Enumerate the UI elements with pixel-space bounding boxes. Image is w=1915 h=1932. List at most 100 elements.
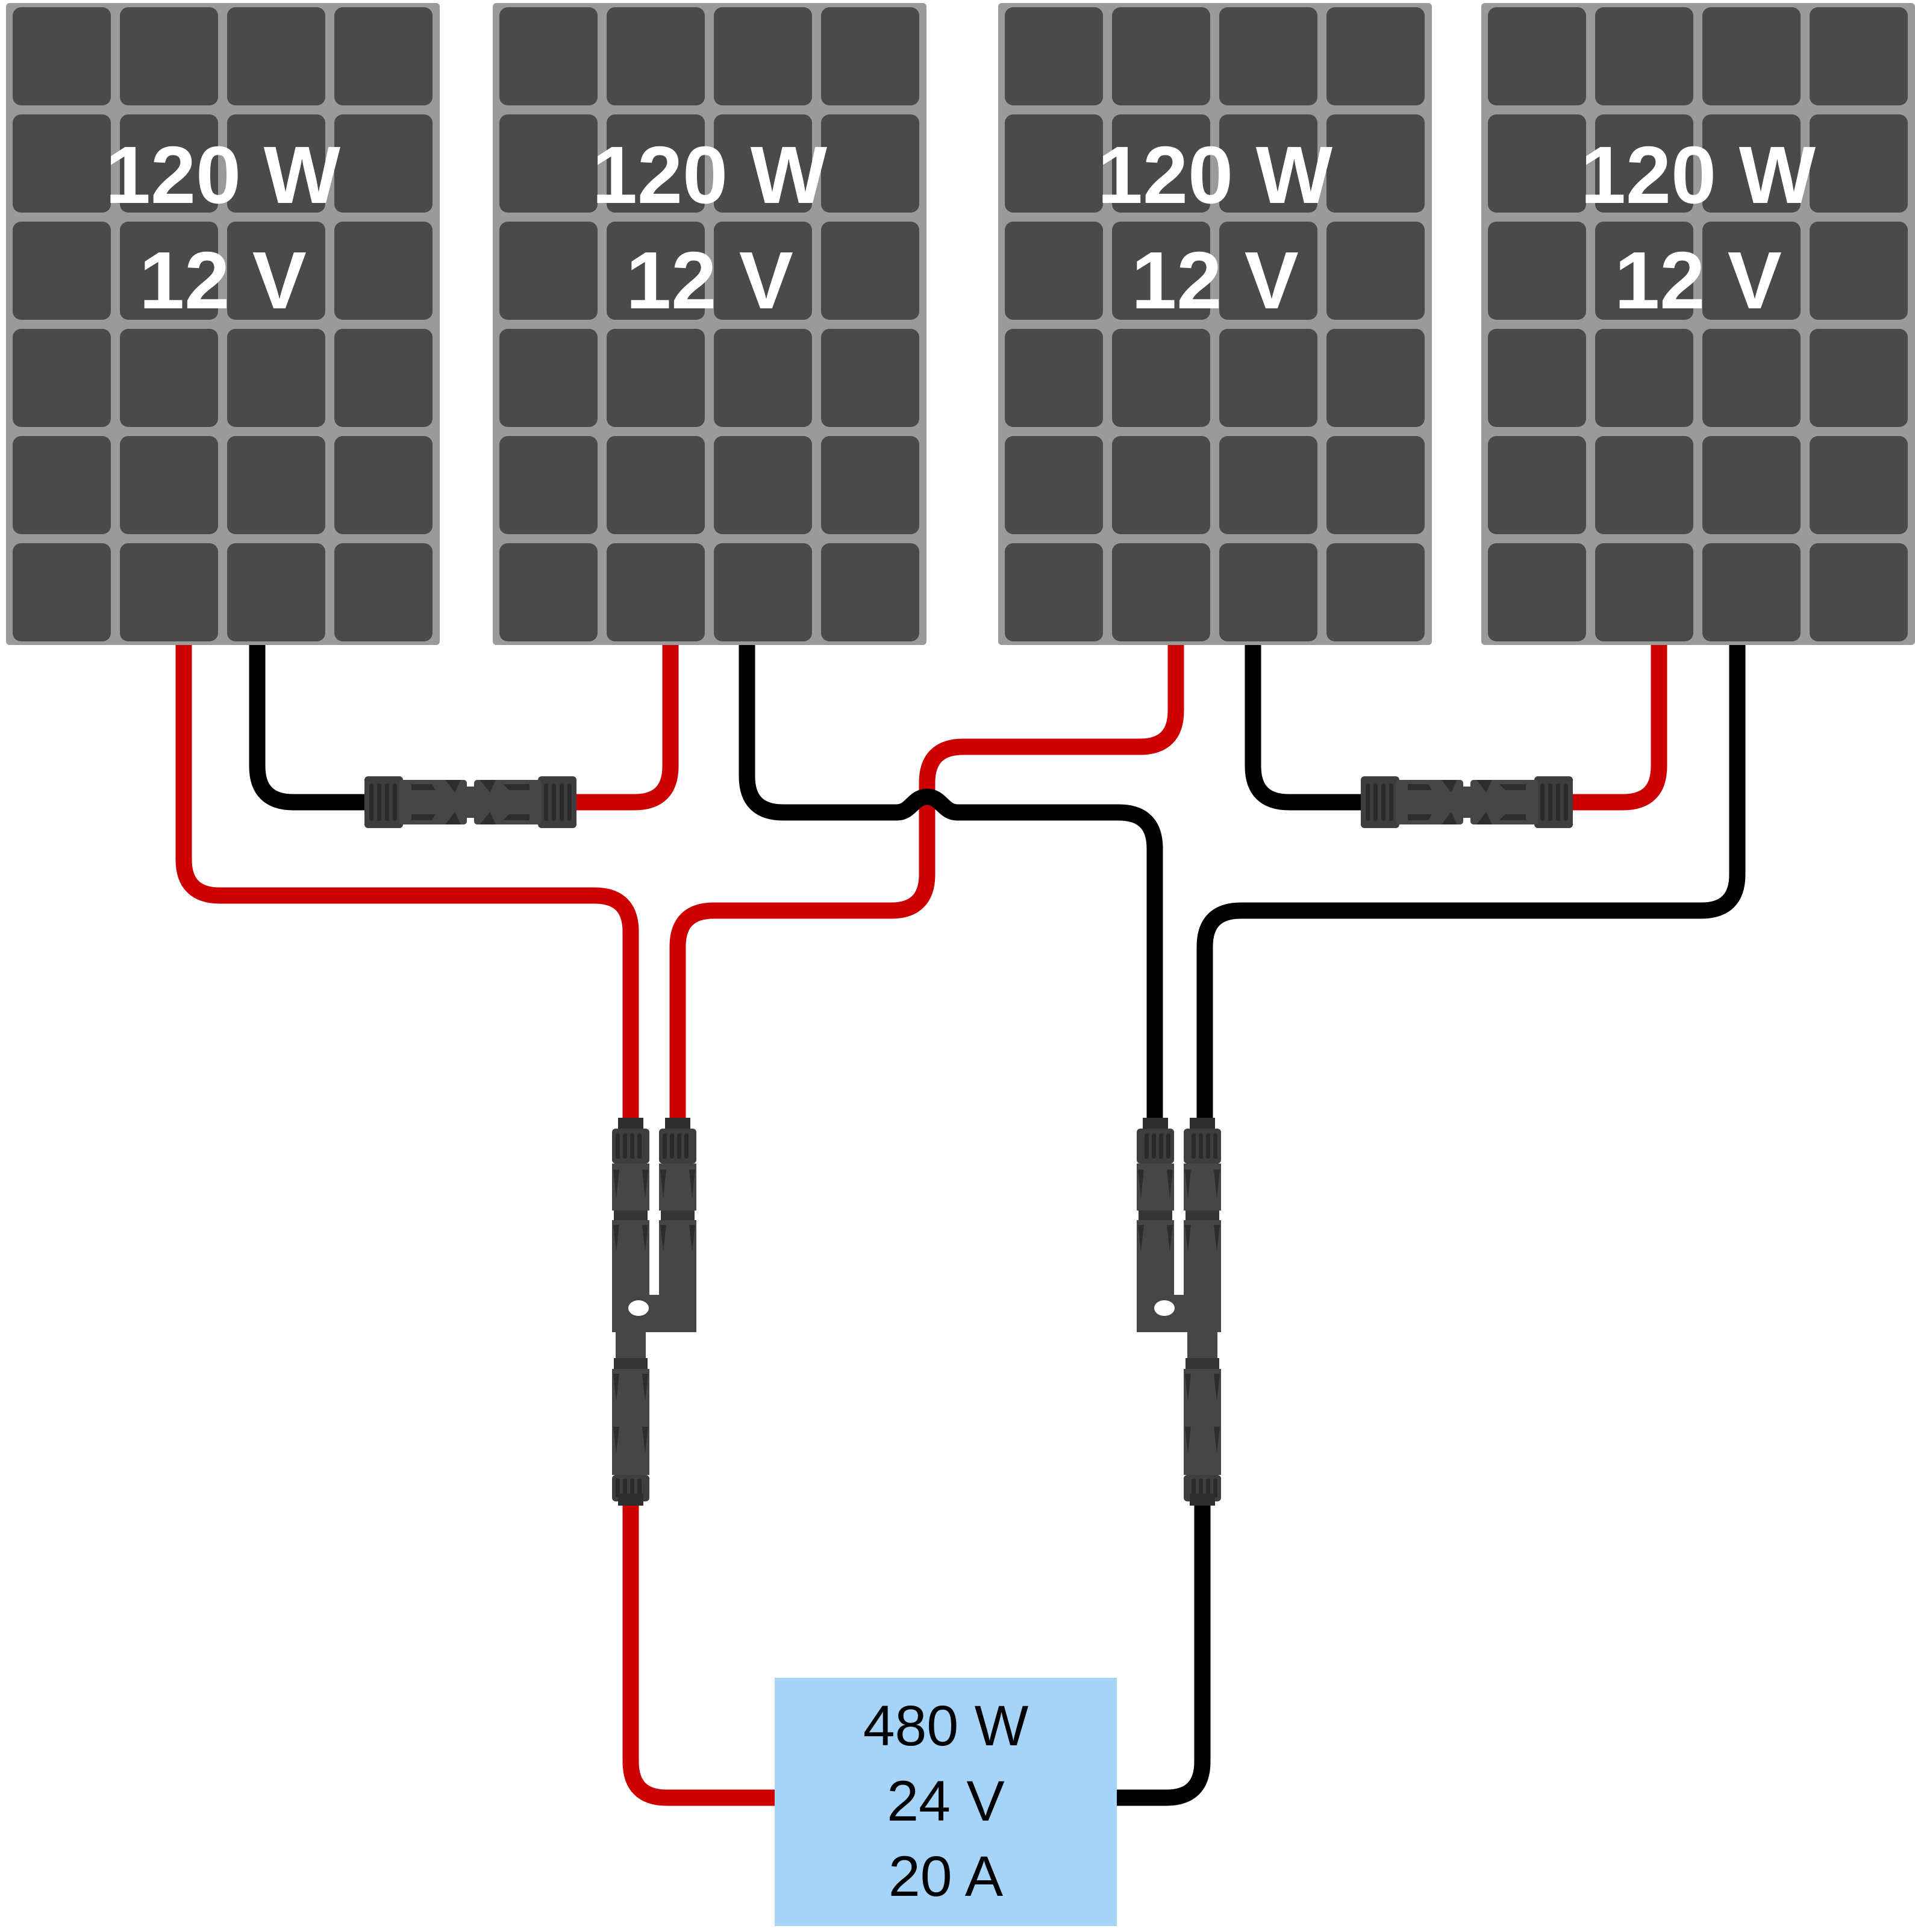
y-connector-negative-hole [1154, 1300, 1175, 1316]
panel-cell [13, 329, 111, 427]
panel-cell [714, 543, 812, 641]
panel4-voltage-label: 12 V [1614, 235, 1782, 326]
panel-cell [821, 543, 919, 641]
panel-cell [1488, 114, 1586, 213]
panel-cell [714, 7, 812, 105]
panel-cell [227, 329, 325, 427]
panel-cell [1488, 329, 1586, 427]
panel-cell [227, 543, 325, 641]
panel2-power-label: 120 W [592, 129, 828, 220]
panel-cell [1326, 543, 1425, 641]
panel-cell [120, 436, 218, 534]
charge-controller: 480 W 24 V 20 A [775, 1678, 1117, 1926]
panel-cell [334, 7, 433, 105]
y-connector-positive [612, 1118, 696, 1506]
panel-frame [1481, 3, 1915, 645]
panel-cell [1005, 114, 1103, 213]
panel-cell [1219, 7, 1317, 105]
panel-cell [821, 222, 919, 320]
panel-cell [334, 329, 433, 427]
panel-cell [1326, 222, 1425, 320]
panel-cell [714, 329, 812, 427]
panel-cell [334, 222, 433, 320]
panel-cell [1595, 436, 1693, 534]
panel-cell [1595, 7, 1693, 105]
panel-cell-grid [13, 7, 433, 641]
panel-cell [1702, 114, 1801, 213]
panel-cell [1219, 329, 1317, 427]
panel-cell [334, 436, 433, 534]
panel-cell [1810, 543, 1908, 641]
panel-cell [1702, 222, 1801, 320]
panel-cell [120, 114, 218, 213]
panel-cell [1219, 222, 1317, 320]
panel-cell [1112, 543, 1210, 641]
panel-cell [1112, 436, 1210, 534]
panel-cell [1005, 222, 1103, 320]
panel2-voltage-label: 12 V [626, 235, 793, 326]
panel-cell-grid [1488, 7, 1908, 641]
panel3-positive-wire [669, 638, 1184, 1126]
panel-cell [1326, 436, 1425, 534]
solar-panel-4: 120 W 12 V [1481, 3, 1915, 645]
panel-cell [1005, 7, 1103, 105]
panel-cell [1112, 222, 1210, 320]
y-connector-negative [1137, 1118, 1221, 1506]
panel-cell [13, 7, 111, 105]
panel-frame [6, 3, 440, 645]
series-connector-left [364, 776, 576, 828]
panel-cell [1810, 114, 1908, 213]
panel-cell [1326, 114, 1425, 213]
panel-cell [714, 114, 812, 213]
panel4-negative-wire [1196, 638, 1746, 1126]
panel-cell [1005, 329, 1103, 427]
array-positive-output-wire [622, 1500, 795, 1806]
panel-cell [1488, 543, 1586, 641]
controller-current-label: 20 A [889, 1845, 1004, 1909]
panel-cell [499, 436, 598, 534]
panel-cell [1595, 114, 1693, 213]
panel-cell [1005, 543, 1103, 641]
panel-cell [227, 436, 325, 534]
panel-cell [607, 543, 705, 641]
panel-cell [499, 114, 598, 213]
panel-cell [1810, 329, 1908, 427]
panel-cell [227, 114, 325, 213]
y-connector-positive-hole [628, 1300, 649, 1316]
array-negative-output-wire [1096, 1500, 1211, 1806]
panel-cell [1219, 114, 1317, 213]
panel-cell [499, 222, 598, 320]
panel2-positive-wire [566, 638, 679, 811]
solar-panel-2: 120 W 12 V [493, 3, 926, 645]
panel-cell [13, 543, 111, 641]
panel-cell [607, 329, 705, 427]
panel-cell-grid [499, 7, 919, 641]
panel-cell [13, 114, 111, 213]
series-connector-right [1361, 776, 1573, 828]
controller-box [775, 1678, 1117, 1926]
panel-cell [1595, 543, 1693, 641]
solar-panel-1: 120 W 12 V [6, 3, 440, 645]
panel3-voltage-label: 12 V [1131, 235, 1299, 326]
controller-voltage-label: 24 V [887, 1769, 1004, 1833]
panel-cell [1326, 7, 1425, 105]
panel-cell [1219, 436, 1317, 534]
panel-cell [1112, 329, 1210, 427]
panel-cell [607, 436, 705, 534]
panel-cell [499, 543, 598, 641]
panel-cell [120, 7, 218, 105]
panel-cell [1595, 222, 1693, 320]
panel-cell [1488, 222, 1586, 320]
panel-cell [1702, 329, 1801, 427]
panel1-negative-wire [249, 638, 389, 811]
panel1-voltage-label: 12 V [139, 235, 307, 326]
wires [175, 638, 1746, 1806]
panel1-positive-wire [175, 638, 639, 1126]
panel-cell [227, 222, 325, 320]
panel-cell [714, 436, 812, 534]
panel-cell [714, 222, 812, 320]
panel-cell [1810, 436, 1908, 534]
panel-frame [998, 3, 1432, 645]
panel-cell [1702, 436, 1801, 534]
